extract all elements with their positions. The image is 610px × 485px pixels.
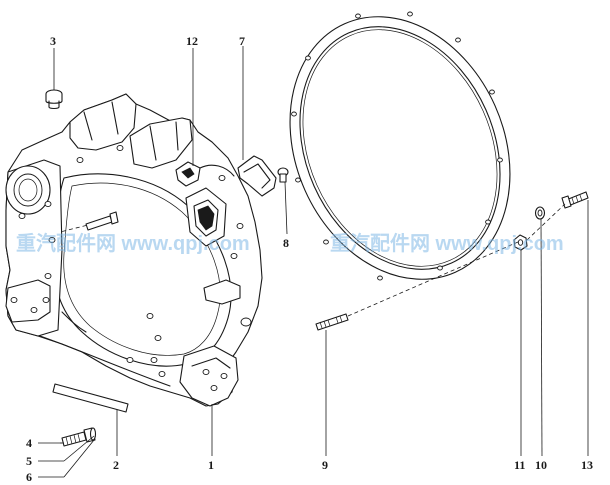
- callout-9: 9: [322, 458, 328, 472]
- nut-part-11: [513, 234, 528, 251]
- bracket-part-7: [237, 155, 277, 197]
- callout-7: 7: [239, 34, 245, 48]
- leader-lines: [53, 46, 589, 478]
- plug-part-3: [45, 89, 63, 110]
- callout-11: 11: [514, 458, 525, 472]
- callout-5: 5: [26, 454, 32, 468]
- seal-strip-part-2: [52, 383, 129, 413]
- washer-part-10: [534, 206, 546, 220]
- bolt-part-13: [561, 191, 589, 209]
- callout-10: 10: [535, 458, 547, 472]
- callout-12: 12: [186, 34, 198, 48]
- bolt-assembly-parts-4-5-6: [61, 427, 97, 447]
- watermark-right: 重汽配件网 www.qpj.com: [330, 231, 564, 255]
- callout-13: 13: [581, 458, 593, 472]
- assembly-axis-line: [347, 241, 519, 317]
- gasket-ring: [289, 11, 511, 281]
- callout-8: 8: [283, 236, 289, 250]
- assembly-axis-line: [526, 203, 566, 241]
- callout-3: 3: [50, 34, 56, 48]
- callout-4: 4: [26, 436, 32, 450]
- housing-bolt: [85, 211, 119, 231]
- sensor-part-12: [175, 161, 235, 187]
- callout-6: 6: [26, 470, 32, 484]
- callout-1: 1: [208, 458, 214, 472]
- callout-2: 2: [113, 458, 119, 472]
- bolt-part-8: [277, 167, 289, 183]
- watermark-left: 重汽配件网 www.qpj.com: [16, 231, 250, 255]
- stud-part-9: [315, 313, 349, 331]
